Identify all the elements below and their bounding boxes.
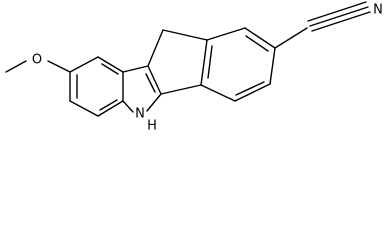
left-benzene-ring — [69, 56, 124, 117]
ring-bond — [269, 47, 276, 85]
ring-bond — [244, 27, 276, 49]
oxygen-atom-label: O — [32, 53, 42, 68]
double-bond-inner — [235, 81, 265, 96]
ring-bond — [234, 83, 271, 102]
nitrile-triple-bond — [309, 6, 369, 27]
nitrile-triple-bond — [307, 1, 367, 22]
ring-bond — [206, 27, 246, 41]
ring-bond — [97, 56, 124, 73]
methyl-bond — [5, 60, 27, 73]
double-bond-inner — [245, 35, 269, 52]
ring-bond — [146, 93, 162, 112]
double-bond-inner — [145, 73, 156, 93]
ring-bond — [69, 56, 99, 73]
nitrile-triple-bond — [311, 11, 371, 32]
ring-bond — [97, 100, 124, 117]
double-bond-inner — [99, 99, 118, 111]
ring-bond — [122, 65, 149, 73]
ring-bond — [147, 65, 162, 95]
oxygen-ring-bond — [47, 60, 71, 73]
double-bond-inner — [207, 45, 213, 79]
molecule-structure: O N H — [5, 1, 383, 134]
methoxy-group — [5, 60, 71, 73]
nitrile-nitrogen-label: N — [373, 3, 383, 18]
hydrogen-atom-label: H — [147, 119, 157, 134]
ring-bond — [200, 39, 208, 86]
cyclopentadiene-ring — [147, 29, 208, 95]
ring-bond — [69, 100, 99, 117]
ring-bond — [160, 84, 202, 95]
nitrogen-atom-label: N — [135, 107, 145, 122]
nitrile-group — [274, 1, 371, 49]
ring-bond — [122, 100, 134, 113]
nitrile-single-bond — [274, 27, 308, 49]
right-benzene-ring — [200, 27, 276, 102]
pyrrole-ring — [122, 65, 162, 113]
ring-bond — [147, 29, 164, 67]
double-bond-inner — [101, 63, 119, 75]
ring-bond — [162, 29, 208, 41]
ring-bond — [200, 84, 236, 102]
